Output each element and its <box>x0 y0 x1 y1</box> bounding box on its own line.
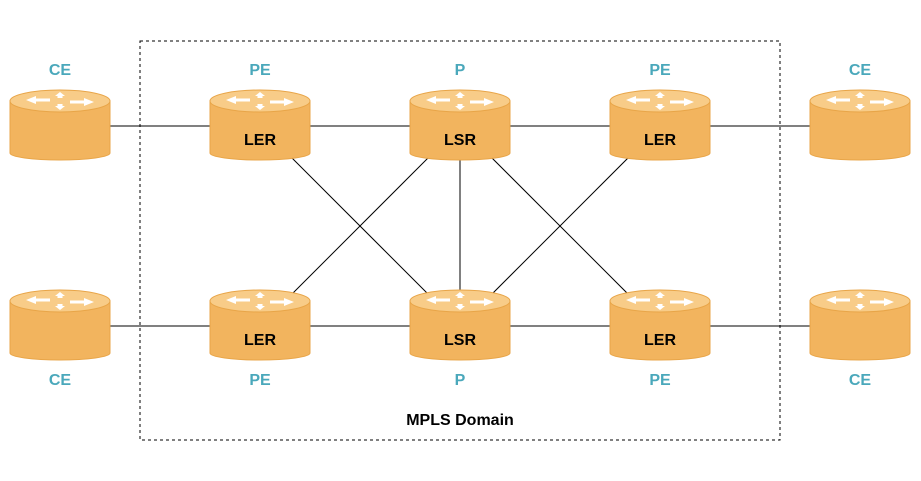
router-role-label: CE <box>849 62 872 79</box>
router-inner-label: LSR <box>444 332 476 349</box>
router-ce-bottom-right[interactable]: CE <box>809 289 911 389</box>
router-inner-label: LER <box>244 332 276 349</box>
router-top <box>809 289 911 313</box>
router-top <box>609 89 711 113</box>
router-arrows-icon <box>626 92 694 110</box>
router-arrows-icon <box>226 92 294 110</box>
router-top <box>9 89 111 113</box>
router-top <box>209 89 311 113</box>
router-top <box>609 289 711 313</box>
router-p-bottom[interactable]: LSR P <box>409 289 511 389</box>
router-top <box>409 289 511 313</box>
router-top <box>9 289 111 313</box>
router-body <box>9 100 111 161</box>
router-body <box>609 100 711 161</box>
router-role-label: CE <box>849 372 872 389</box>
router-arrows-icon <box>426 292 494 310</box>
router-role-label: P <box>455 62 466 79</box>
router-top <box>409 89 511 113</box>
router-body <box>209 300 311 361</box>
router-inner-label: LER <box>644 332 676 349</box>
router-role-label: CE <box>49 372 72 389</box>
router-ce-bottom-left[interactable]: CE <box>9 289 111 389</box>
router-body <box>609 300 711 361</box>
router-arrows-icon <box>626 292 694 310</box>
router-role-label: PE <box>249 62 271 79</box>
router-pe-top-right[interactable]: LER PE <box>609 62 711 161</box>
router-role-label: CE <box>49 62 72 79</box>
router-ce-top-left[interactable]: CE <box>9 62 111 161</box>
routers-layer: CE LER PE LSR P LER PE CE CE LER PE LSR P LER PE CE <box>9 62 911 389</box>
router-body <box>809 300 911 361</box>
router-arrows-icon <box>26 92 94 110</box>
router-body <box>9 300 111 361</box>
router-body <box>409 100 511 161</box>
router-top <box>209 289 311 313</box>
domain-label: MPLS Domain <box>406 412 514 429</box>
router-ce-top-right[interactable]: CE <box>809 62 911 161</box>
mpls-domain-boundary <box>139 40 781 441</box>
router-pe-bottom-left[interactable]: LER PE <box>209 289 311 389</box>
router-arrows-icon <box>826 92 894 110</box>
router-arrows-icon <box>826 292 894 310</box>
router-inner-label: LER <box>644 132 676 149</box>
router-role-label: P <box>455 372 466 389</box>
router-top <box>809 89 911 113</box>
router-role-label: PE <box>649 62 671 79</box>
router-body <box>409 300 511 361</box>
router-role-label: PE <box>649 372 671 389</box>
router-arrows-icon <box>26 292 94 310</box>
router-p-top[interactable]: LSR P <box>409 62 511 161</box>
router-role-label: PE <box>249 372 271 389</box>
router-inner-label: LER <box>244 132 276 149</box>
router-pe-bottom-right[interactable]: LER PE <box>609 289 711 389</box>
router-pe-top-left[interactable]: LER PE <box>209 62 311 161</box>
router-arrows-icon <box>226 292 294 310</box>
router-inner-label: LSR <box>444 132 476 149</box>
router-arrows-icon <box>426 92 494 110</box>
router-body <box>209 100 311 161</box>
router-body <box>809 100 911 161</box>
